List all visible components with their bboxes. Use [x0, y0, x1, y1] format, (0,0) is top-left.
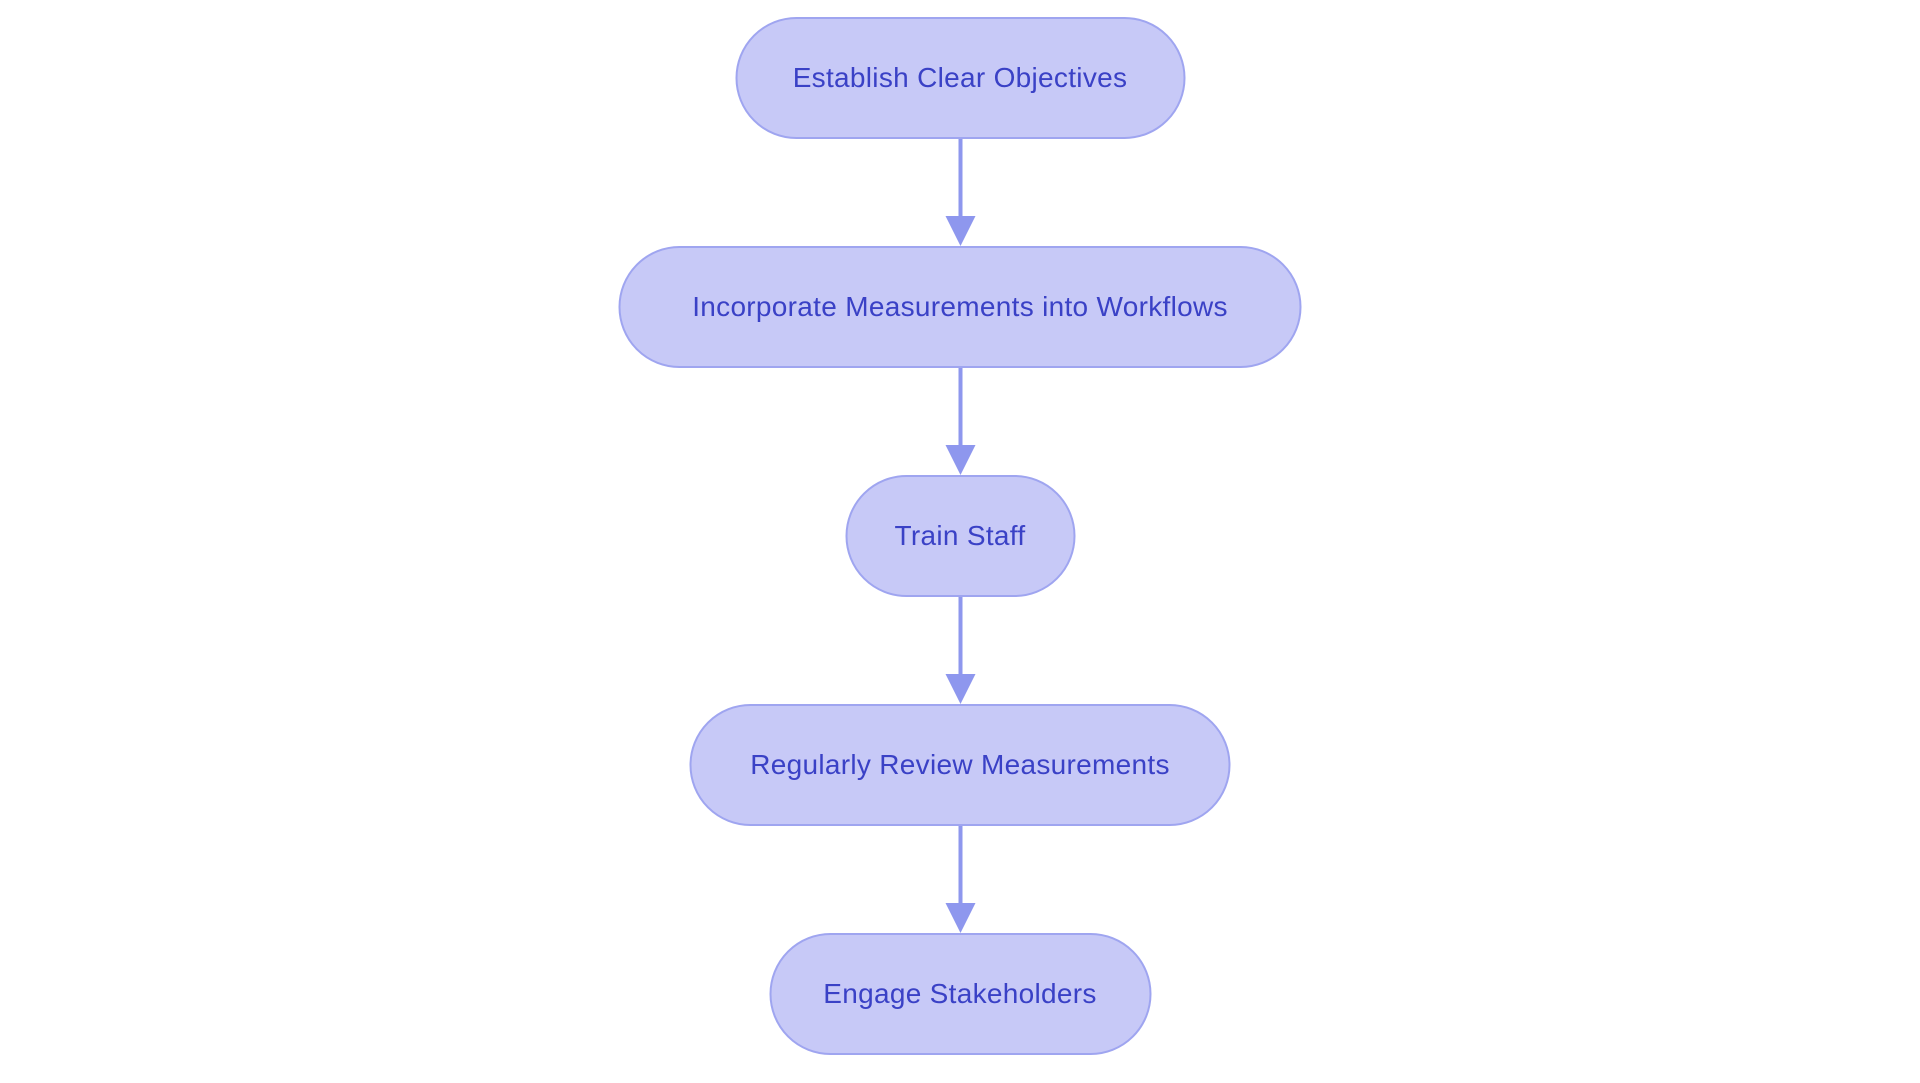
arrow-down-icon [945, 597, 975, 704]
flowchart: Establish Clear Objectives Incorporate M… [618, 17, 1302, 1055]
arrow-down-icon [945, 368, 975, 475]
flow-node-train-staff: Train Staff [845, 475, 1075, 597]
flow-node-engage-stakeholders: Engage Stakeholders [769, 933, 1151, 1055]
arrow-down-icon [945, 139, 975, 246]
flow-node-incorporate-measurements-into-workflows: Incorporate Measurements into Workflows [618, 246, 1302, 368]
arrow-down-icon [945, 826, 975, 933]
flow-node-regularly-review-measurements: Regularly Review Measurements [689, 704, 1231, 826]
flow-node-establish-clear-objectives: Establish Clear Objectives [735, 17, 1185, 139]
